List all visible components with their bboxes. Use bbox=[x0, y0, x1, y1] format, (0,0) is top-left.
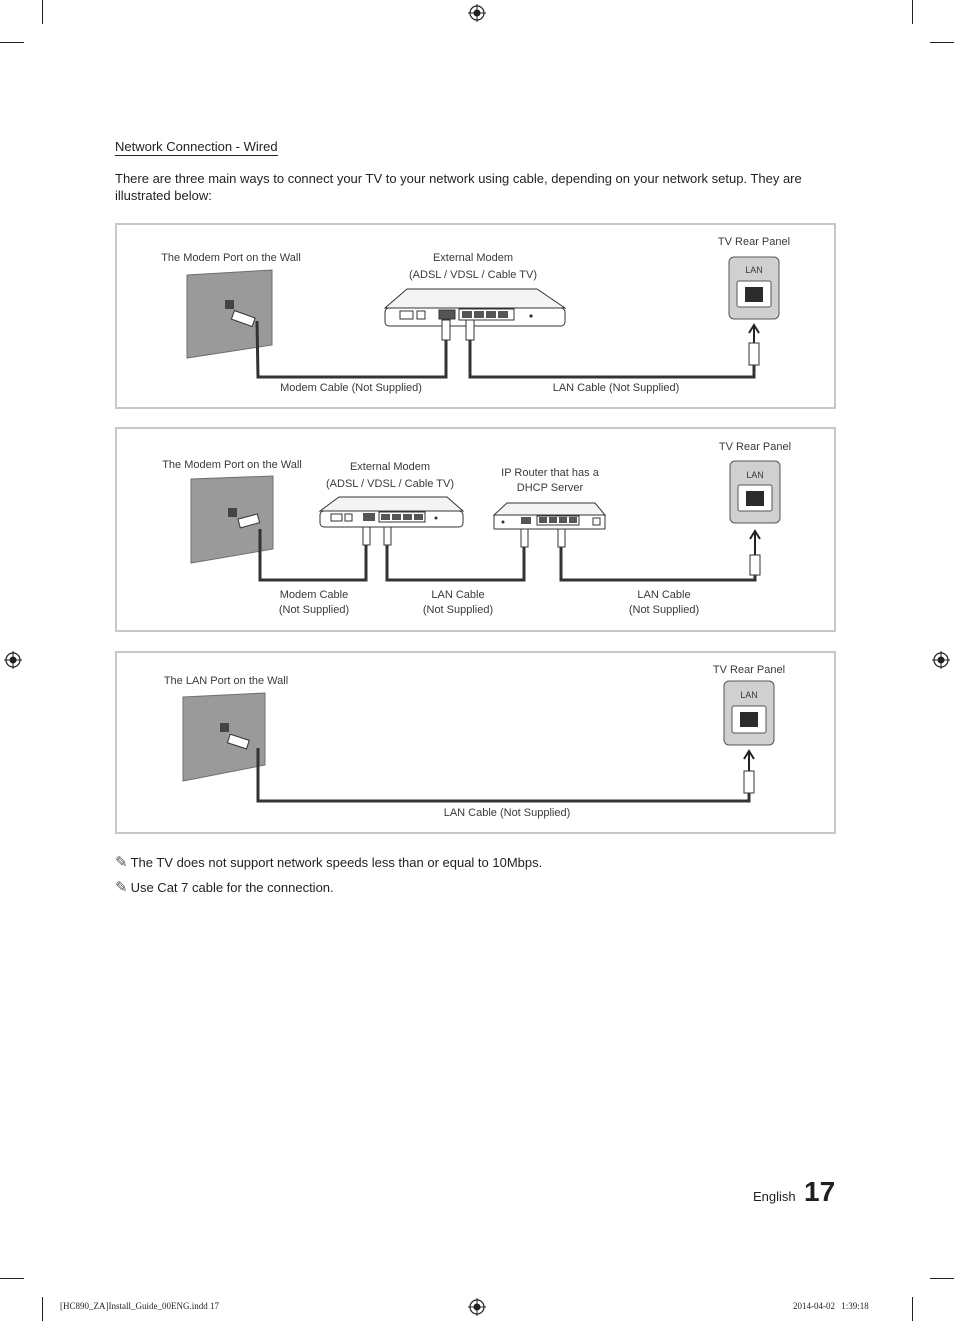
section-title: Network Connection - Wired bbox=[115, 139, 278, 156]
wall-port-label: The Modem Port on the Wall bbox=[161, 252, 301, 264]
wall-plate bbox=[190, 475, 274, 564]
arrow-up-icon bbox=[743, 749, 755, 771]
diagram-wall-lan-connection: The LAN Port on the Wall TV Rear Panel L… bbox=[115, 651, 836, 834]
tv-rear-panel-icon bbox=[729, 460, 781, 524]
print-slug-right: 2014-04-02 1:39:18 bbox=[793, 1301, 869, 1311]
lan-port-label: LAN bbox=[745, 265, 763, 275]
lan-cable-label: LAN Cable (Not Supplied) bbox=[443, 807, 571, 819]
router-label-line2: DHCP Server bbox=[516, 482, 584, 494]
cable-plug-icon bbox=[226, 733, 250, 750]
lan-cable-line bbox=[468, 340, 756, 379]
modem-cable-line bbox=[258, 529, 368, 582]
modem-label-line1: External Modem bbox=[432, 252, 514, 264]
modem-cable-line bbox=[255, 320, 448, 379]
modem-cable-label-line1: Modem Cable bbox=[279, 589, 349, 601]
lan-port-label: LAN bbox=[740, 690, 758, 700]
arrow-up-icon bbox=[749, 529, 761, 555]
lan-cable-line bbox=[385, 545, 526, 582]
cable-plug-icon bbox=[362, 526, 371, 546]
crop-mark bbox=[930, 42, 954, 43]
diagram-router-connection: The Modem Port on the Wall External Mode… bbox=[115, 427, 836, 632]
crop-mark bbox=[912, 1297, 913, 1321]
modem-label-line2: (ADSL / VDSL / Cable TV) bbox=[409, 269, 537, 281]
tv-rear-panel-icon bbox=[728, 256, 780, 320]
lan-cable-line bbox=[256, 748, 751, 803]
wall-port-icon bbox=[225, 300, 234, 309]
router-label-line1: IP Router that has a bbox=[501, 467, 599, 479]
crop-mark bbox=[0, 42, 24, 43]
diagram-wall-lan-drawing bbox=[182, 680, 775, 803]
lan-cable-line bbox=[559, 547, 757, 582]
cable-plug-icon bbox=[749, 554, 761, 576]
wall-port-icon bbox=[220, 723, 229, 732]
registration-mark-icon bbox=[4, 651, 22, 669]
registration-mark-icon bbox=[468, 1298, 486, 1316]
diagram-router-drawing bbox=[190, 460, 781, 582]
ip-router-device bbox=[492, 502, 607, 530]
cable-plug-icon bbox=[465, 319, 475, 341]
tv-rear-panel-label: TV Rear Panel bbox=[717, 236, 791, 248]
cable-plug-icon bbox=[557, 528, 566, 548]
pencil-note-icon: ✎ bbox=[115, 854, 128, 871]
external-modem-device bbox=[318, 496, 465, 528]
modem-label-line1: External Modem bbox=[349, 461, 431, 473]
wall-port-label: The LAN Port on the Wall bbox=[163, 675, 289, 687]
print-slug-left: [HC890_ZA]Install_Guide_00ENG.indd 17 bbox=[60, 1301, 219, 1311]
registration-mark-icon bbox=[468, 4, 486, 22]
lan-cable-label-line2: (Not Supplied) bbox=[422, 604, 494, 616]
note-text: Use Cat 7 cable for the connection. bbox=[130, 880, 334, 895]
wall-plate bbox=[186, 269, 273, 359]
tv-rear-panel-label: TV Rear Panel bbox=[712, 664, 786, 676]
cable-plug-icon bbox=[383, 526, 392, 546]
pencil-note-icon: ✎ bbox=[115, 879, 128, 896]
tv-rear-panel-icon bbox=[723, 680, 775, 746]
note-cable: ✎Use Cat 7 cable for the connection. bbox=[115, 878, 334, 896]
cable-plug-icon bbox=[230, 309, 256, 328]
page-number: 17 bbox=[804, 1176, 836, 1207]
wall-port-icon bbox=[228, 508, 237, 517]
crop-mark bbox=[42, 1297, 43, 1321]
modem-cable-label: Modem Cable (Not Supplied) bbox=[280, 382, 422, 394]
lan-cable-label-line1: LAN Cable bbox=[431, 589, 485, 601]
cable-plug-icon bbox=[748, 342, 760, 366]
wall-plate bbox=[182, 692, 266, 782]
note-speed: ✎The TV does not support network speeds … bbox=[115, 853, 542, 871]
footer-language: English bbox=[753, 1189, 796, 1204]
note-text: The TV does not support network speeds l… bbox=[130, 855, 543, 870]
arrow-up-icon bbox=[748, 323, 760, 343]
tv-rear-panel-label: TV Rear Panel bbox=[718, 441, 792, 453]
crop-mark bbox=[930, 1278, 954, 1279]
crop-mark bbox=[0, 1278, 24, 1279]
modem-cable-label-line2: (Not Supplied) bbox=[278, 604, 350, 616]
lan-cable-label-line2: (Not Supplied) bbox=[628, 604, 700, 616]
intro-paragraph: There are three main ways to connect you… bbox=[115, 171, 802, 203]
cable-plug-icon bbox=[441, 319, 451, 341]
cable-plug-icon bbox=[743, 770, 755, 794]
crop-mark bbox=[42, 0, 43, 24]
crop-mark bbox=[912, 0, 913, 24]
diagram-modem-drawing bbox=[186, 256, 780, 379]
wall-port-label: The Modem Port on the Wall bbox=[162, 459, 302, 471]
diagram-modem-connection: The Modem Port on the Wall External Mode… bbox=[115, 223, 836, 409]
registration-mark-icon bbox=[932, 651, 950, 669]
lan-cable-label-line1: LAN Cable bbox=[637, 589, 691, 601]
external-modem-device bbox=[383, 288, 567, 327]
cable-plug-icon bbox=[237, 513, 261, 529]
lan-port-label: LAN bbox=[746, 470, 764, 480]
cable-plug-icon bbox=[520, 528, 529, 548]
modem-label-line2: (ADSL / VDSL / Cable TV) bbox=[326, 478, 454, 490]
lan-cable-label: LAN Cable (Not Supplied) bbox=[552, 382, 680, 394]
